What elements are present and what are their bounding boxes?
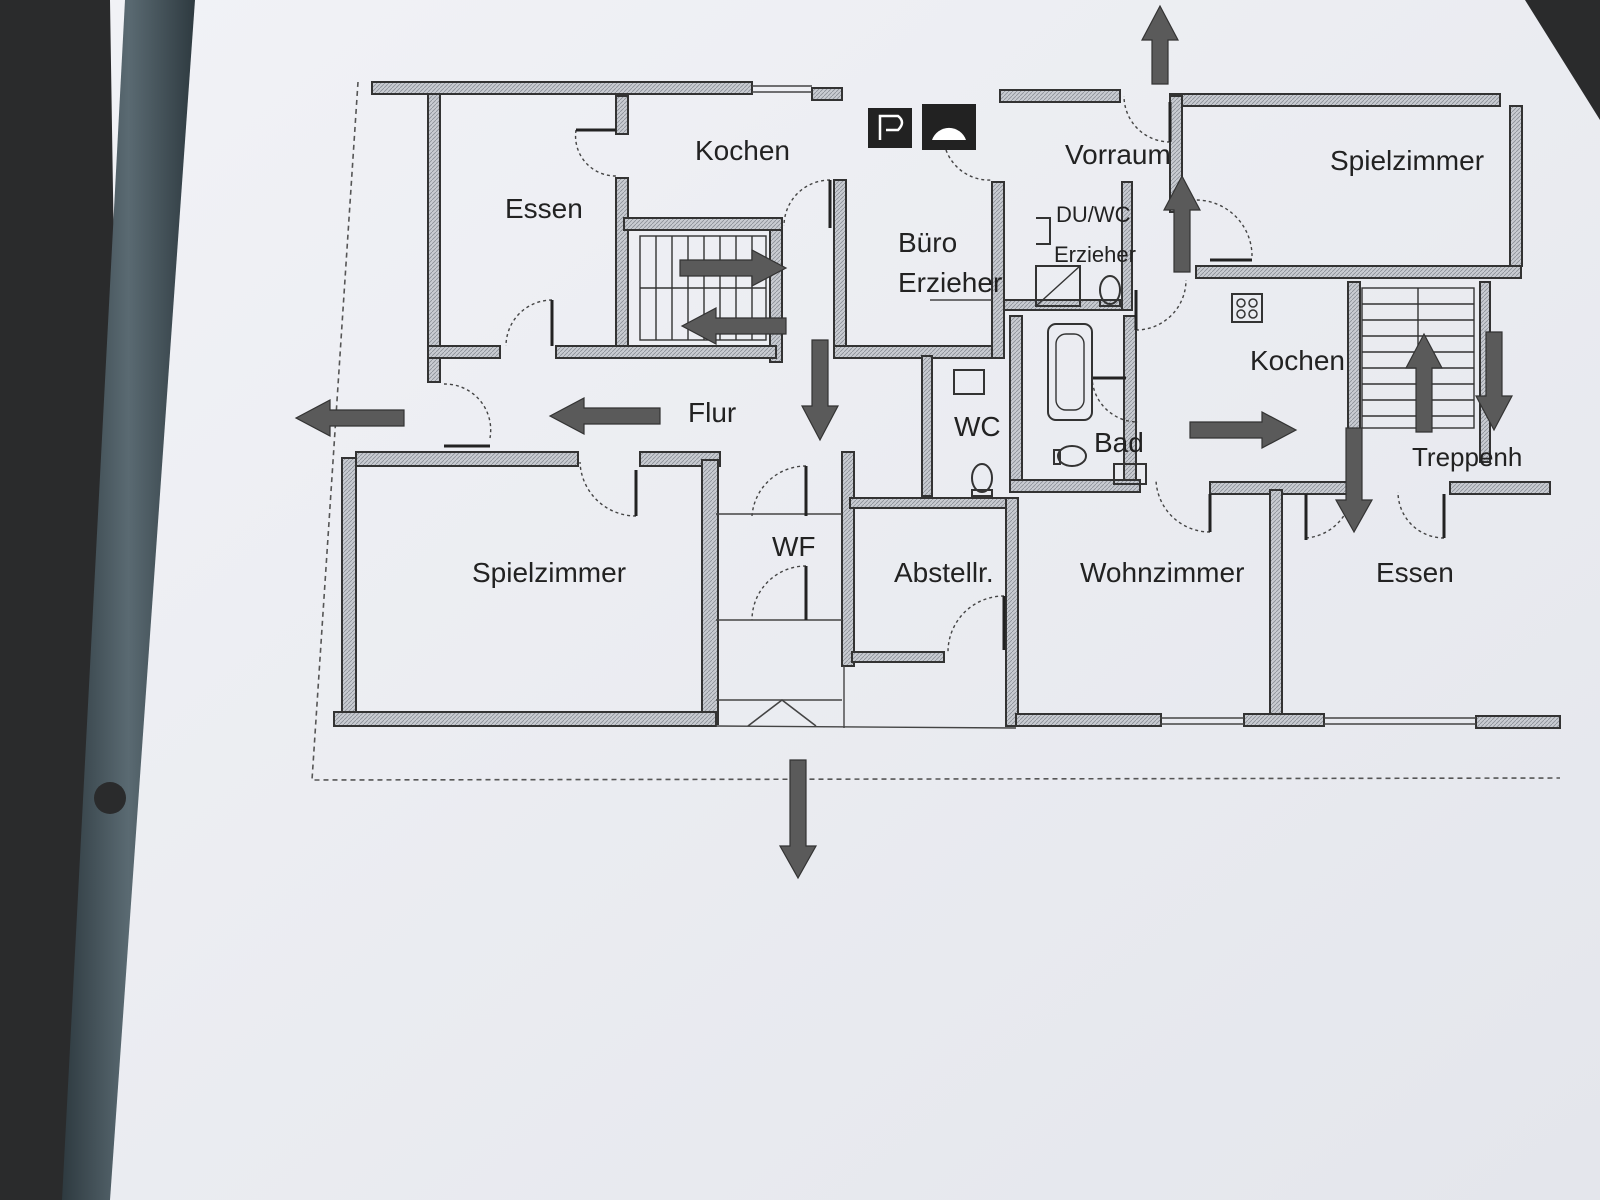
oven-icon	[922, 104, 976, 150]
room-label-wohnzimmer: Wohnzimmer	[1080, 557, 1244, 588]
room-label-wf: WF	[772, 531, 816, 562]
bathtub-icon	[1047, 323, 1093, 421]
room-label-abstellr: Abstellr.	[894, 557, 994, 588]
room-label-vorraum: Vorraum	[1065, 139, 1171, 170]
punch-hole	[94, 782, 126, 814]
room-label-spielzimmer-top-right: Spielzimmer	[1330, 145, 1484, 176]
door-leaves	[444, 102, 1446, 650]
toilet-icon	[971, 275, 1121, 497]
shower-icon	[1035, 265, 1081, 307]
stove-icon	[868, 108, 912, 148]
room-label-bad: Bad	[1094, 427, 1144, 458]
room-label-essen-right: Essen	[1376, 557, 1454, 588]
room-label-wc: WC	[954, 411, 1001, 442]
room-label-kochen-left: Kochen	[695, 135, 790, 166]
paper-sheet	[62, 0, 1600, 1200]
entrance-step	[747, 698, 817, 727]
door-swing-icon	[443, 95, 1445, 653]
window-lines	[715, 85, 1476, 729]
room-label-spielzimmer-left: Spielzimmer	[472, 557, 626, 588]
room-labels: Essen Kochen Vorraum Spielzimmer Büro Er…	[472, 135, 1522, 588]
fixtures	[868, 104, 1263, 497]
room-label-du-wc-erzieher: Erzieher	[1054, 242, 1136, 267]
sink-icon	[953, 217, 1147, 485]
escape-arrow-icon	[294, 4, 1513, 880]
room-label-du-wc: DU/WC	[1056, 202, 1131, 227]
room-label-treppenhaus: Treppenh	[1412, 442, 1522, 472]
room-label-buero-erzieher: Erzieher	[898, 267, 1002, 298]
room-label-buero: Büro	[898, 227, 957, 258]
binder-strip	[62, 0, 195, 1200]
property-boundary	[311, 81, 1561, 781]
room-label-flur: Flur	[688, 397, 736, 428]
room-label-essen-left: Essen	[505, 193, 583, 224]
room-label-kochen-right: Kochen	[1250, 345, 1345, 376]
cooktop-icon	[1231, 293, 1263, 323]
